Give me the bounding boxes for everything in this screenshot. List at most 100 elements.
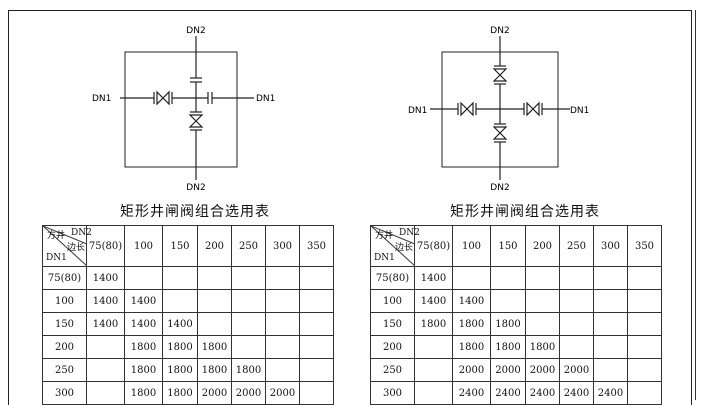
table-cell: 1400 <box>86 312 125 336</box>
table-cell: 1800 <box>525 335 560 359</box>
table-cell: 2400 <box>490 381 526 405</box>
table-cell: 1400 <box>124 289 163 313</box>
table-cell: 1400 <box>124 312 163 336</box>
table-cell <box>627 381 662 405</box>
table-cell: 1800 <box>490 335 526 359</box>
right-diagram-right-label: DN1 <box>570 106 589 116</box>
table-cell: 2400 <box>593 381 628 405</box>
table-cell <box>593 312 628 336</box>
column-header: 350 <box>299 225 334 267</box>
column-header: 200 <box>525 225 560 267</box>
table-cell <box>299 358 334 382</box>
corner-label-well: 方井 <box>47 231 66 241</box>
row-header: 150 <box>370 312 415 336</box>
table-cell: 2000 <box>490 358 526 382</box>
table-cell <box>559 335 594 359</box>
table-cell <box>525 266 560 290</box>
right-valve-diagram: DN2 DN2 DN1 DN1 <box>408 26 589 193</box>
table-cell: 1800 <box>197 335 232 359</box>
table-cell <box>593 266 628 290</box>
table-cell: 1800 <box>490 312 526 336</box>
table-cell: 1400 <box>452 289 491 313</box>
row-header: 200 <box>42 335 87 359</box>
left-table-title: 矩形井闸阀组合选用表 <box>120 204 270 220</box>
table-cell: 2000 <box>559 358 594 382</box>
right-diagram-left-label: DN1 <box>408 106 427 116</box>
table-row: 250 1800 1800 1800 1800 <box>42 358 334 382</box>
table-row: 300 2400 2400 2400 2400 2400 <box>370 381 662 405</box>
table-cell <box>265 289 300 313</box>
table-cell <box>627 266 662 290</box>
corner-label-dn2: DN2 <box>71 228 92 238</box>
corner-label-dn1: DN1 <box>46 253 67 263</box>
left-selection-table: 方井 DN2 边长 DN1 75(80) 100 150 200 250 300… <box>42 225 334 405</box>
row-header: 75(80) <box>370 266 415 290</box>
table-cell: 2000 <box>197 381 232 405</box>
table-cell: 2000 <box>231 381 266 405</box>
column-header: 300 <box>265 225 300 267</box>
table-cell: 1800 <box>162 358 198 382</box>
column-header: 250 <box>559 225 594 267</box>
row-header: 150 <box>42 312 87 336</box>
table-row: 200 1800 1800 1800 <box>42 335 334 359</box>
column-header: 300 <box>593 225 628 267</box>
table-corner-cell: 方井 DN2 边长 DN1 <box>42 225 92 267</box>
table-cell <box>593 289 628 313</box>
table-cell <box>162 266 198 290</box>
column-header: 150 <box>490 225 526 267</box>
left-diagram-top-label: DN2 <box>186 26 205 36</box>
table-cell <box>86 381 125 405</box>
row-header: 75(80) <box>42 266 87 290</box>
table-cell: 1400 <box>414 266 453 290</box>
table-cell <box>627 289 662 313</box>
column-header: 100 <box>452 225 491 267</box>
table-row: 150 1400 1400 1400 <box>42 312 334 336</box>
row-header: 300 <box>370 381 415 405</box>
left-valve-diagram: DN2 DN2 DN1 DN1 <box>92 26 275 193</box>
table-cell <box>414 381 453 405</box>
table-cell <box>593 335 628 359</box>
row-header: 300 <box>42 381 87 405</box>
left-diagram-right-label: DN1 <box>256 94 275 104</box>
column-header: 200 <box>197 225 232 267</box>
column-header: 150 <box>162 225 198 267</box>
table-cell <box>86 358 125 382</box>
table-cell <box>414 335 453 359</box>
table-cell: 1800 <box>414 312 453 336</box>
table-cell <box>490 289 526 313</box>
table-cell <box>231 266 266 290</box>
table-cell <box>627 335 662 359</box>
table-cell: 1800 <box>452 312 491 336</box>
column-header: 250 <box>231 225 266 267</box>
table-cell: 1800 <box>197 358 232 382</box>
corner-label-side: 边长 <box>67 243 86 253</box>
table-cell: 2400 <box>525 381 560 405</box>
right-selection-table: 方井 DN2 边长 DN1 75(80) 100 150 200 250 300… <box>370 225 662 405</box>
table-cell: 1800 <box>124 381 163 405</box>
table-row: 300 1800 1800 2000 2000 2000 <box>42 381 334 405</box>
corner-label-dn2: DN2 <box>399 228 420 238</box>
table-cell <box>231 335 266 359</box>
corner-label-side: 边长 <box>395 243 414 253</box>
left-diagram-left-label: DN1 <box>92 94 111 104</box>
table-cell <box>299 312 334 336</box>
column-header: 100 <box>124 225 163 267</box>
table-cell <box>299 266 334 290</box>
table-cell: 1800 <box>231 358 266 382</box>
table-header-row: 方井 DN2 边长 DN1 75(80) 100 150 200 250 300… <box>42 225 334 267</box>
table-cell: 1800 <box>162 335 198 359</box>
table-cell <box>265 266 300 290</box>
table-cell <box>559 266 594 290</box>
table-cell <box>490 266 526 290</box>
table-cell <box>162 289 198 313</box>
row-header: 100 <box>370 289 415 313</box>
table-cell <box>231 289 266 313</box>
table-cell <box>414 358 453 382</box>
table-cell <box>559 289 594 313</box>
row-header: 100 <box>42 289 87 313</box>
table-corner-cell: 方井 DN2 边长 DN1 <box>370 225 420 267</box>
table-row: 200 1800 1800 1800 <box>370 335 662 359</box>
table-cell <box>627 312 662 336</box>
table-cell <box>559 312 594 336</box>
table-cell <box>299 381 334 405</box>
